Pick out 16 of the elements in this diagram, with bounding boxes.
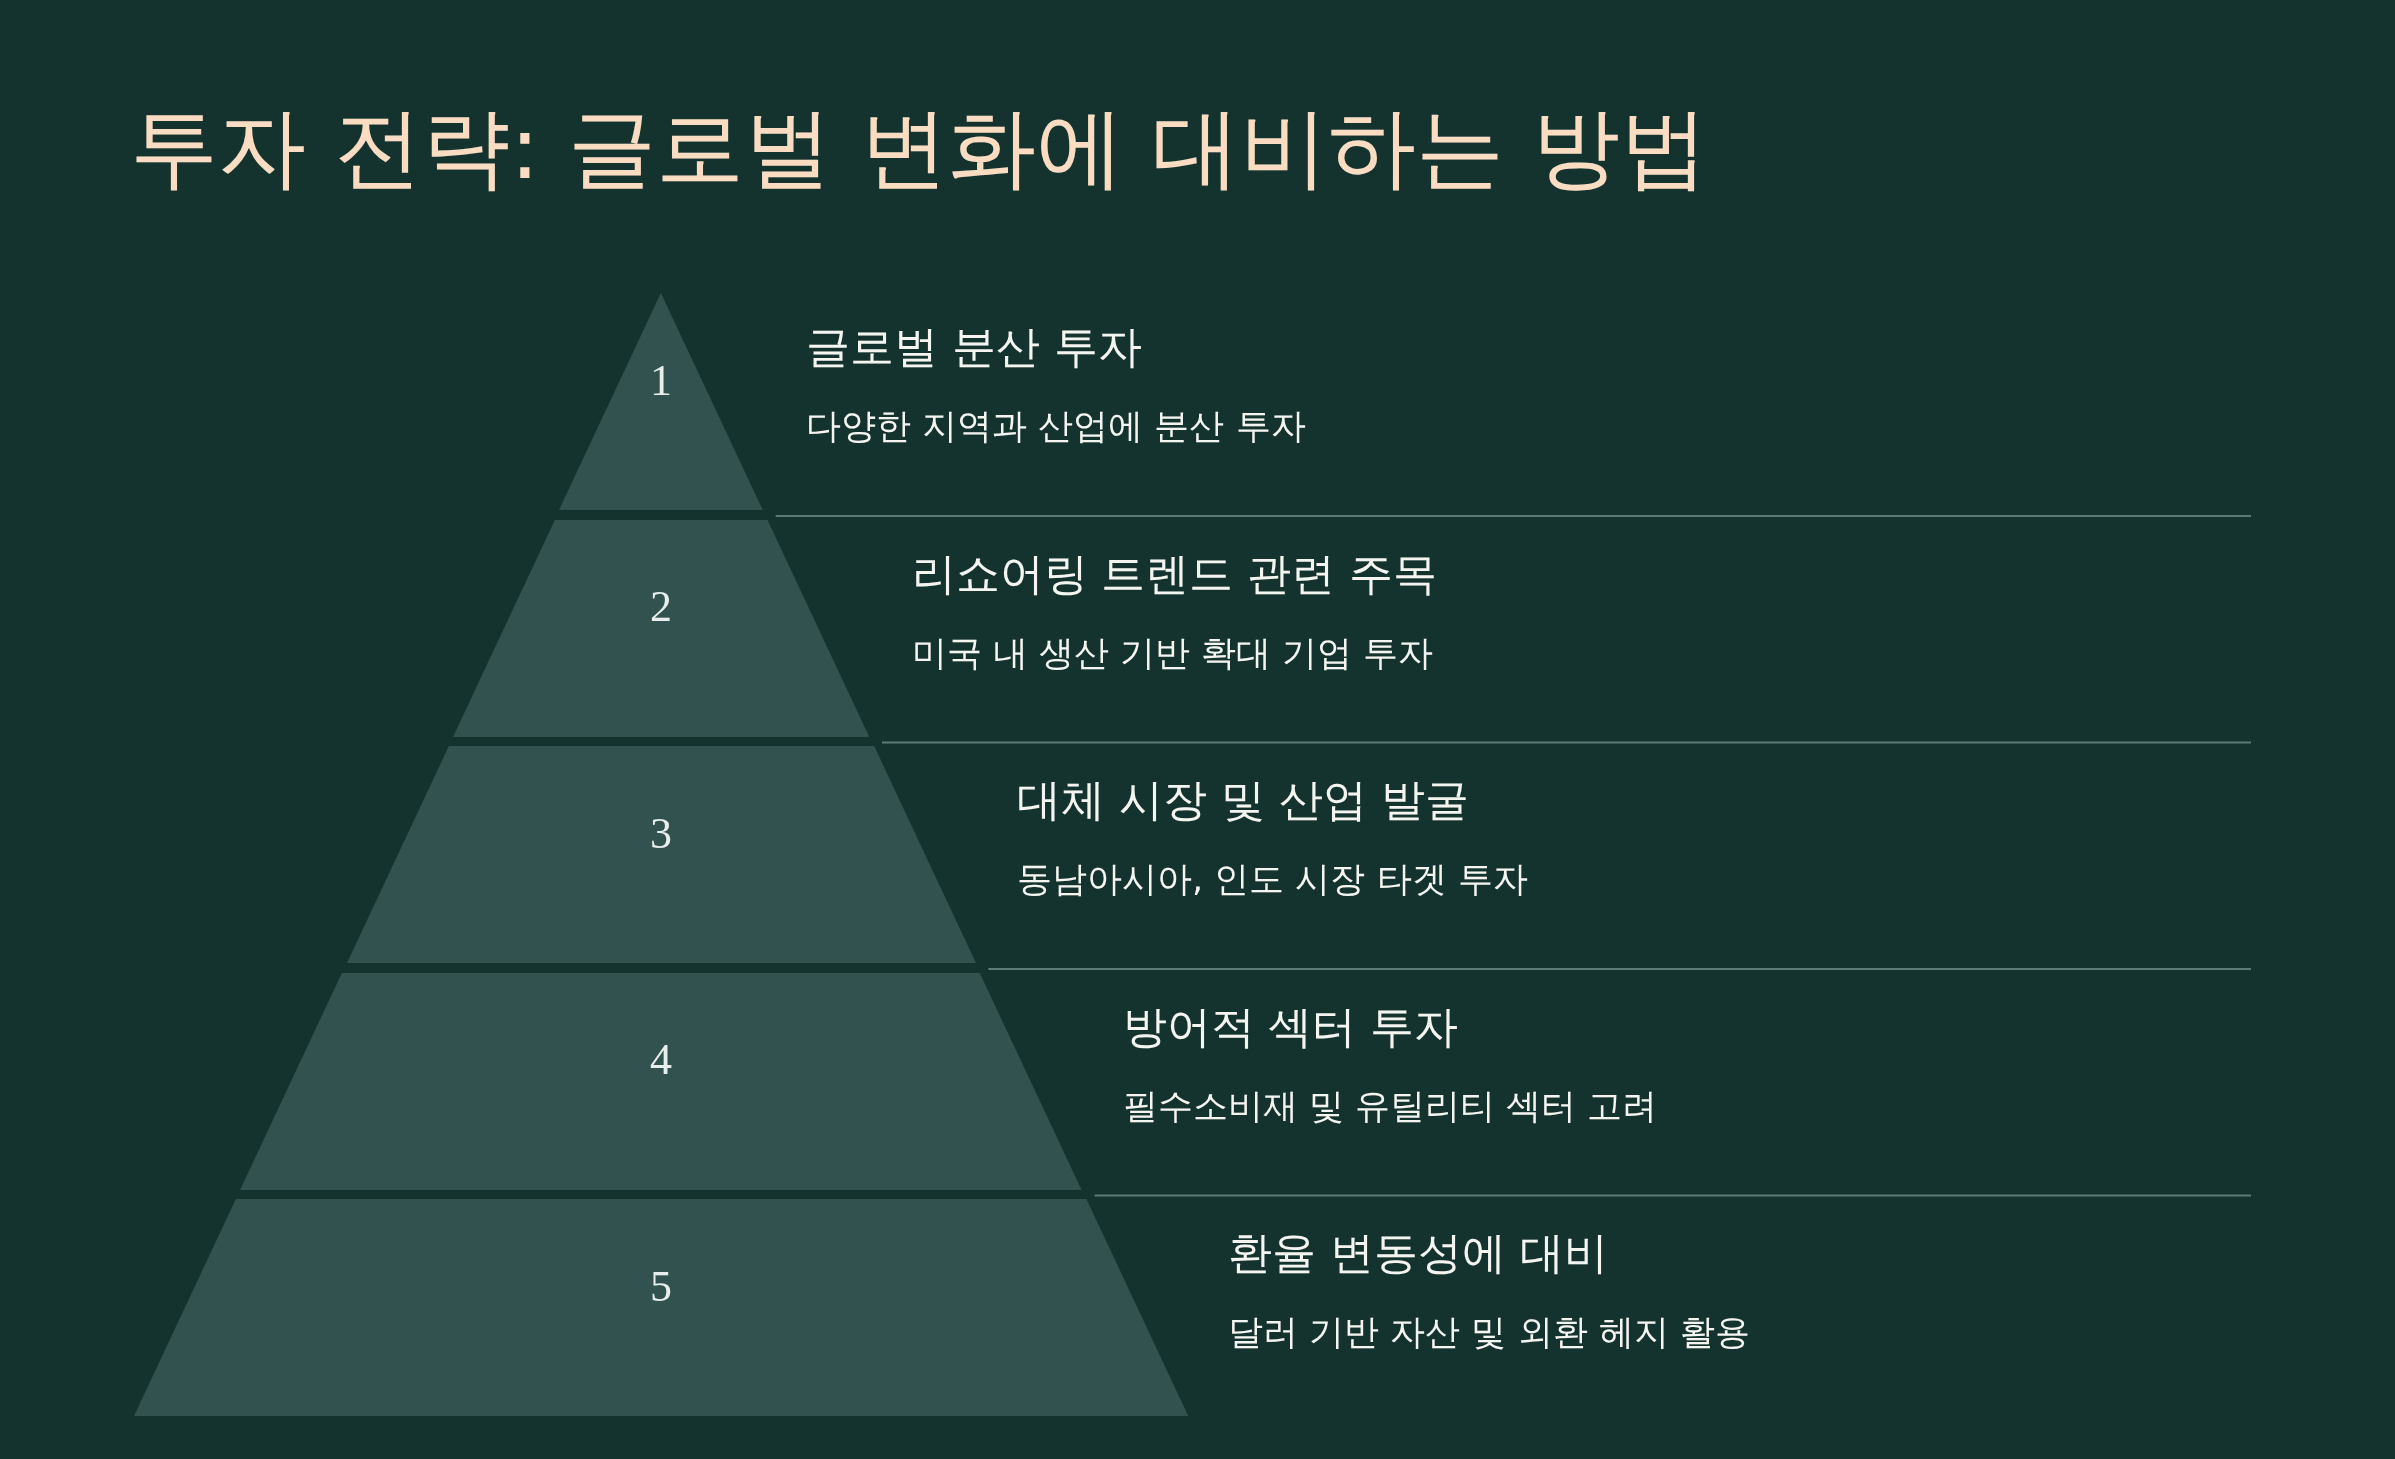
tier-number: 4 — [650, 1033, 672, 1085]
tier-heading: 리쇼어링 트렌드 관련 주목 — [911, 547, 1438, 601]
tier-heading: 글로벌 분산 투자 — [806, 321, 1142, 374]
tier-heading: 대체 시장 및 산업 발굴 — [1017, 774, 1469, 827]
tier-number: 2 — [650, 580, 672, 632]
tier-heading: 방어적 섹터 투자 — [1122, 1000, 1459, 1054]
tier-number: 1 — [650, 354, 672, 406]
page-title: 투자 전략: 글로벌 변화에 대비하는 방법 — [130, 95, 1708, 201]
tier-description: 동남아시아, 인도 시장 타겟 투자 — [1017, 858, 1528, 900]
tier-heading: 환율 변동성에 대비 — [1228, 1227, 1608, 1280]
tier-description: 필수소비재 및 유틸리티 섹터 고려 — [1122, 1084, 1657, 1127]
tier-number: 5 — [650, 1260, 672, 1312]
tier-number: 3 — [650, 807, 672, 859]
tier-description: 달러 기반 자산 및 외환 헤지 활용 — [1228, 1311, 1750, 1353]
tier-description: 미국 내 생산 기반 확대 기업 투자 — [911, 631, 1434, 674]
tier-description: 다양한 지역과 산업에 분산 투자 — [806, 405, 1306, 447]
